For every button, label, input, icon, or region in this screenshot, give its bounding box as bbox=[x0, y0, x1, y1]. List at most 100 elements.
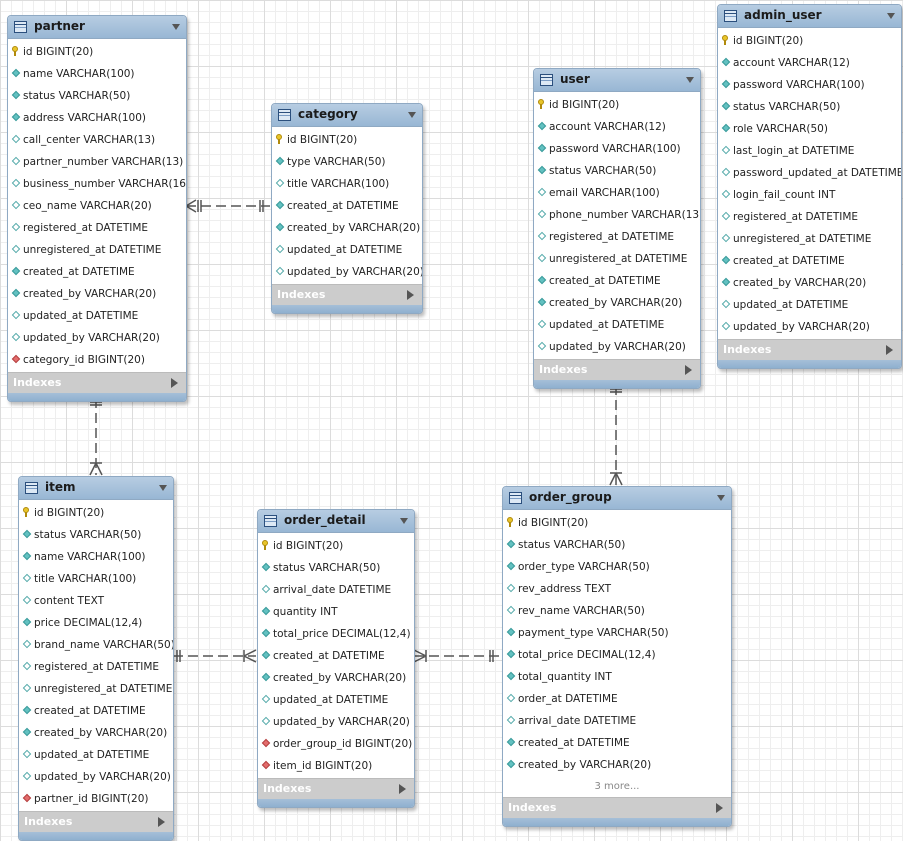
column-row[interactable]: created_at DATETIME bbox=[718, 250, 901, 272]
column-row[interactable]: partner_number VARCHAR(13) bbox=[8, 151, 186, 173]
column-row[interactable]: created_by VARCHAR(20) bbox=[503, 754, 731, 776]
expand-arrow-icon[interactable] bbox=[171, 378, 178, 388]
column-row[interactable]: updated_by VARCHAR(20) bbox=[718, 316, 901, 338]
indexes-bar[interactable]: Indexes bbox=[534, 359, 700, 380]
column-row[interactable]: updated_at DATETIME bbox=[718, 294, 901, 316]
column-row[interactable]: address VARCHAR(100) bbox=[8, 107, 186, 129]
column-row[interactable]: total_price DECIMAL(12,4) bbox=[258, 623, 414, 645]
column-row[interactable]: rev_address TEXT bbox=[503, 578, 731, 600]
expand-arrow-icon[interactable] bbox=[399, 784, 406, 794]
column-row[interactable]: business_number VARCHAR(16) bbox=[8, 173, 186, 195]
table-item[interactable]: item id BIGINT(20)status VARCHAR(50)name… bbox=[18, 476, 174, 841]
column-row[interactable]: registered_at DATETIME bbox=[8, 217, 186, 239]
column-row[interactable]: status VARCHAR(50) bbox=[258, 557, 414, 579]
column-row[interactable]: status VARCHAR(50) bbox=[8, 85, 186, 107]
column-row[interactable]: updated_at DATETIME bbox=[534, 314, 700, 336]
column-row[interactable]: brand_name VARCHAR(50) bbox=[19, 634, 173, 656]
column-row[interactable]: unregistered_at DATETIME bbox=[19, 678, 173, 700]
column-row[interactable]: last_login_at DATETIME bbox=[718, 140, 901, 162]
indexes-bar[interactable]: Indexes bbox=[718, 339, 901, 360]
indexes-bar[interactable]: Indexes bbox=[272, 284, 422, 305]
column-row[interactable]: name VARCHAR(100) bbox=[8, 63, 186, 85]
table-header[interactable]: item bbox=[19, 477, 173, 500]
column-row[interactable]: title VARCHAR(100) bbox=[272, 173, 422, 195]
table-header[interactable]: partner bbox=[8, 16, 186, 39]
column-row[interactable]: type VARCHAR(50) bbox=[272, 151, 422, 173]
column-row[interactable]: login_fail_count INT bbox=[718, 184, 901, 206]
column-row[interactable]: password_updated_at DATETIME bbox=[718, 162, 901, 184]
column-row[interactable]: registered_at DATETIME bbox=[19, 656, 173, 678]
column-row[interactable]: password VARCHAR(100) bbox=[718, 74, 901, 96]
more-columns-label[interactable]: 3 more... bbox=[594, 781, 640, 792]
column-row[interactable]: id BIGINT(20) bbox=[718, 30, 901, 52]
table-header[interactable]: admin_user bbox=[718, 5, 901, 28]
column-row[interactable]: content TEXT bbox=[19, 590, 173, 612]
column-row[interactable]: updated_by VARCHAR(20) bbox=[272, 261, 422, 283]
chevron-down-icon[interactable] bbox=[172, 24, 180, 30]
column-row[interactable]: phone_number VARCHAR(13) bbox=[534, 204, 700, 226]
column-row[interactable]: partner_id BIGINT(20) bbox=[19, 788, 173, 810]
column-row[interactable]: password VARCHAR(100) bbox=[534, 138, 700, 160]
column-row[interactable]: quantity INT bbox=[258, 601, 414, 623]
column-row[interactable]: status VARCHAR(50) bbox=[503, 534, 731, 556]
expand-arrow-icon[interactable] bbox=[886, 345, 893, 355]
column-row[interactable]: arrival_date DATETIME bbox=[503, 710, 731, 732]
column-row[interactable]: category_id BIGINT(20) bbox=[8, 349, 186, 371]
indexes-bar[interactable]: Indexes bbox=[503, 797, 731, 818]
chevron-down-icon[interactable] bbox=[159, 485, 167, 491]
chevron-down-icon[interactable] bbox=[887, 13, 895, 19]
column-row[interactable]: updated_at DATETIME bbox=[258, 689, 414, 711]
column-row[interactable]: updated_at DATETIME bbox=[19, 744, 173, 766]
column-row[interactable]: created_at DATETIME bbox=[19, 700, 173, 722]
column-row[interactable]: status VARCHAR(50) bbox=[718, 96, 901, 118]
column-row[interactable]: created_at DATETIME bbox=[272, 195, 422, 217]
column-row[interactable]: id BIGINT(20) bbox=[272, 129, 422, 151]
column-row[interactable]: title VARCHAR(100) bbox=[19, 568, 173, 590]
column-row[interactable]: account VARCHAR(12) bbox=[534, 116, 700, 138]
column-row[interactable]: role VARCHAR(50) bbox=[718, 118, 901, 140]
column-row[interactable]: total_price DECIMAL(12,4) bbox=[503, 644, 731, 666]
column-row[interactable]: order_type VARCHAR(50) bbox=[503, 556, 731, 578]
column-row[interactable]: account VARCHAR(12) bbox=[718, 52, 901, 74]
column-row[interactable]: created_by VARCHAR(20) bbox=[718, 272, 901, 294]
column-row[interactable]: created_at DATETIME bbox=[258, 645, 414, 667]
table-header[interactable]: category bbox=[272, 104, 422, 127]
column-row[interactable]: name VARCHAR(100) bbox=[19, 546, 173, 568]
chevron-down-icon[interactable] bbox=[400, 518, 408, 524]
chevron-down-icon[interactable] bbox=[717, 495, 725, 501]
column-row[interactable]: order_at DATETIME bbox=[503, 688, 731, 710]
column-row[interactable]: updated_by VARCHAR(20) bbox=[258, 711, 414, 733]
column-row[interactable]: id BIGINT(20) bbox=[258, 535, 414, 557]
column-row[interactable]: status VARCHAR(50) bbox=[534, 160, 700, 182]
column-row[interactable]: order_group_id BIGINT(20) bbox=[258, 733, 414, 755]
column-row[interactable]: updated_at DATETIME bbox=[8, 305, 186, 327]
column-row[interactable]: arrival_date DATETIME bbox=[258, 579, 414, 601]
table-header[interactable]: user bbox=[534, 69, 700, 92]
column-row[interactable]: updated_by VARCHAR(20) bbox=[534, 336, 700, 358]
column-row[interactable]: email VARCHAR(100) bbox=[534, 182, 700, 204]
column-row[interactable]: id BIGINT(20) bbox=[503, 512, 731, 534]
expand-arrow-icon[interactable] bbox=[407, 290, 414, 300]
column-row[interactable]: updated_at DATETIME bbox=[272, 239, 422, 261]
column-row[interactable]: created_at DATETIME bbox=[8, 261, 186, 283]
column-row[interactable]: created_at DATETIME bbox=[503, 732, 731, 754]
column-row[interactable]: ceo_name VARCHAR(20) bbox=[8, 195, 186, 217]
column-row[interactable]: updated_by VARCHAR(20) bbox=[19, 766, 173, 788]
column-row[interactable]: registered_at DATETIME bbox=[534, 226, 700, 248]
table-header[interactable]: order_detail bbox=[258, 510, 414, 533]
expand-arrow-icon[interactable] bbox=[716, 803, 723, 813]
chevron-down-icon[interactable] bbox=[686, 77, 694, 83]
expand-arrow-icon[interactable] bbox=[158, 817, 165, 827]
table-user[interactable]: user id BIGINT(20)account VARCHAR(12)pas… bbox=[533, 68, 701, 389]
column-row[interactable]: total_quantity INT bbox=[503, 666, 731, 688]
column-row[interactable]: updated_by VARCHAR(20) bbox=[8, 327, 186, 349]
table-partner[interactable]: partner id BIGINT(20)name VARCHAR(100)st… bbox=[7, 15, 187, 402]
column-row[interactable]: unregistered_at DATETIME bbox=[8, 239, 186, 261]
table-header[interactable]: order_group bbox=[503, 487, 731, 510]
column-row[interactable]: id BIGINT(20) bbox=[534, 94, 700, 116]
column-row[interactable]: created_by VARCHAR(20) bbox=[258, 667, 414, 689]
column-row[interactable]: created_by VARCHAR(20) bbox=[272, 217, 422, 239]
column-row[interactable]: item_id BIGINT(20) bbox=[258, 755, 414, 777]
table-order_detail[interactable]: order_detail id BIGINT(20)status VARCHAR… bbox=[257, 509, 415, 808]
column-row[interactable]: payment_type VARCHAR(50) bbox=[503, 622, 731, 644]
